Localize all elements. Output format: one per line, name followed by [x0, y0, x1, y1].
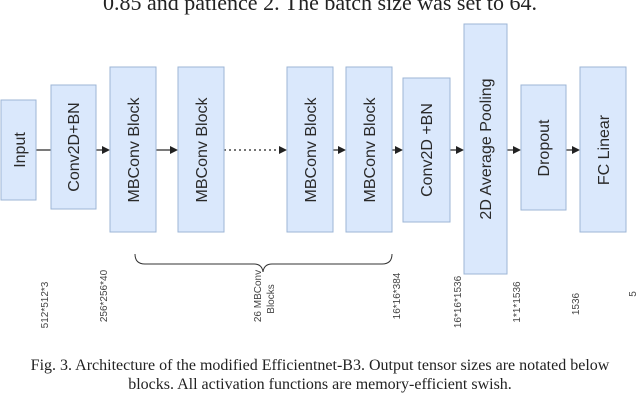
block-label: MBConv Block: [303, 97, 320, 203]
output-size-label: 5: [628, 291, 639, 297]
arrow-head: [102, 146, 110, 154]
arrow-head: [338, 146, 346, 154]
block-box: [109, 66, 157, 233]
arrow-head: [395, 146, 403, 154]
block-dropout: Dropout: [520, 84, 567, 211]
output-size-label: 16*16*1536: [453, 275, 464, 328]
figure-caption: Fig. 3. Architecture of the modified Eff…: [30, 357, 610, 393]
block-fc-linear: FC Linear: [579, 66, 627, 233]
block-mbconv-1: MBConv Block: [109, 66, 157, 233]
output-size-label: 512*512*3: [40, 281, 51, 328]
block-box: [345, 66, 393, 233]
top-caption-fragment: 0.85 and patience 2. The batch size was …: [103, 0, 537, 15]
block-label: 2D Average Pooling: [478, 78, 495, 219]
block-box: [402, 77, 451, 223]
block-box: [520, 84, 567, 211]
block-label: MBConv Block: [194, 97, 211, 203]
block-label: Conv2D +BN: [419, 103, 436, 197]
connectors: [36, 146, 580, 154]
block-avg-pooling: 2D Average Pooling: [463, 23, 508, 275]
output-size-label: 1*1*1536: [512, 281, 523, 323]
block-box: [286, 66, 334, 233]
block-box: [50, 84, 97, 210]
block-label: Conv2D+BN: [66, 102, 83, 191]
block-box: [463, 23, 508, 275]
block-box: [177, 66, 225, 233]
block-label: Input: [12, 132, 29, 168]
block-mbconv-4: MBConv Block: [345, 66, 393, 233]
mbconv-brace: [134, 253, 393, 273]
block-input: Input: [0, 99, 37, 201]
block-conv2d-bn: Conv2D+BN: [50, 84, 97, 210]
brace-label-line: Blocks: [266, 284, 277, 313]
arrow-head: [572, 146, 580, 154]
brace-label-line: 26 MBConv: [253, 270, 264, 322]
block-label: MBConv Block: [126, 97, 143, 203]
arrow-head: [170, 146, 178, 154]
architecture-diagram: Input Conv2D+BN MBConv Block MBConv Bloc…: [0, 23, 639, 328]
block-mbconv-3: MBConv Block: [286, 66, 334, 233]
arrow-head: [456, 146, 464, 154]
output-size-label: 16*16*384: [392, 272, 403, 319]
block-label: Dropout: [536, 119, 553, 176]
block-label: FC Linear: [596, 114, 613, 185]
output-size-label: 1536: [571, 292, 582, 315]
block-conv2d-bn-2: Conv2D +BN: [402, 77, 451, 223]
output-size-label: 256*256*40: [99, 269, 110, 322]
arrow-head: [513, 146, 521, 154]
block-box: [0, 99, 37, 201]
block-mbconv-2: MBConv Block: [177, 66, 225, 233]
block-label: MBConv Block: [362, 97, 379, 203]
block-box: [579, 66, 627, 233]
arrow-head: [279, 146, 287, 154]
